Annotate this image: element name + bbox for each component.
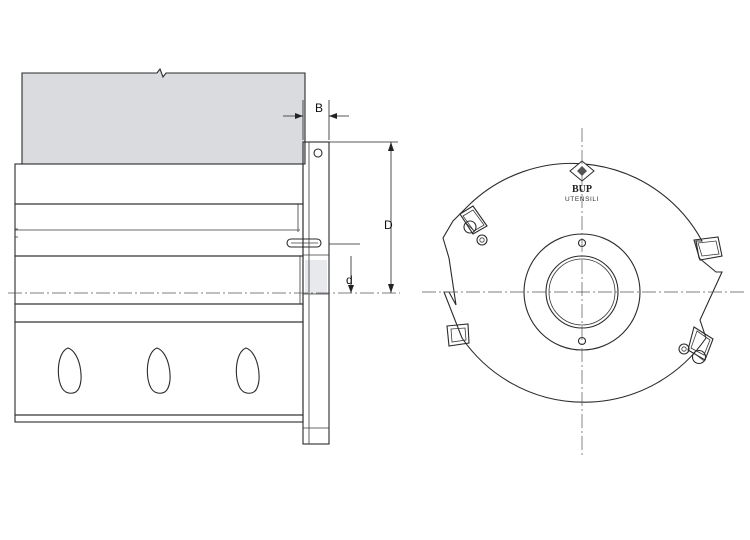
egg-hole-3 bbox=[235, 347, 260, 394]
dimension-d-outer: D bbox=[329, 141, 398, 293]
cutter-disc bbox=[442, 162, 723, 403]
dimension-d-bore-label: d bbox=[346, 273, 353, 287]
egg-hole-2 bbox=[146, 347, 171, 394]
body-band-1 bbox=[14, 163, 304, 205]
knife-left-lower bbox=[446, 323, 470, 347]
cutter-base-shade bbox=[14, 414, 304, 423]
front-view: BUP UTENSILI bbox=[442, 160, 723, 403]
dimension-d-outer-label: D bbox=[384, 218, 393, 232]
side-view bbox=[14, 67, 330, 445]
dimension-b: B bbox=[283, 100, 349, 140]
body-band-4 bbox=[14, 303, 304, 323]
knife-top-left bbox=[459, 205, 488, 246]
flange-shade bbox=[305, 260, 327, 294]
body-band-3 bbox=[14, 255, 304, 305]
key-pin bbox=[286, 238, 322, 248]
dimension-d-bore: d bbox=[329, 243, 360, 293]
screw-hole bbox=[313, 148, 323, 158]
egg-hole-1 bbox=[57, 347, 82, 394]
knife-bottom-right bbox=[678, 326, 714, 365]
knife-right-upper bbox=[693, 236, 723, 261]
dimension-b-label: B bbox=[315, 101, 323, 115]
stock-block bbox=[21, 67, 306, 165]
